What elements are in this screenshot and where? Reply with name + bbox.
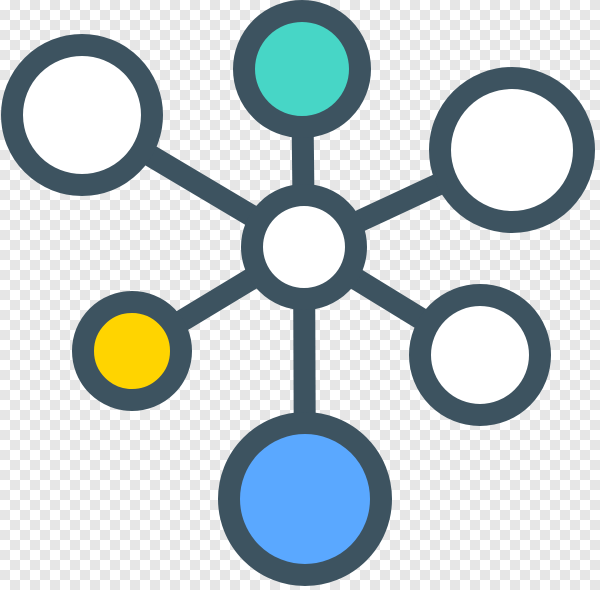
node-hub bbox=[241, 184, 367, 310]
node-top-right bbox=[429, 67, 595, 233]
node-bottom bbox=[218, 412, 392, 586]
node-right bbox=[409, 284, 551, 426]
node-top bbox=[233, 0, 371, 138]
node-left bbox=[72, 291, 192, 411]
node-top-left bbox=[1, 34, 163, 196]
